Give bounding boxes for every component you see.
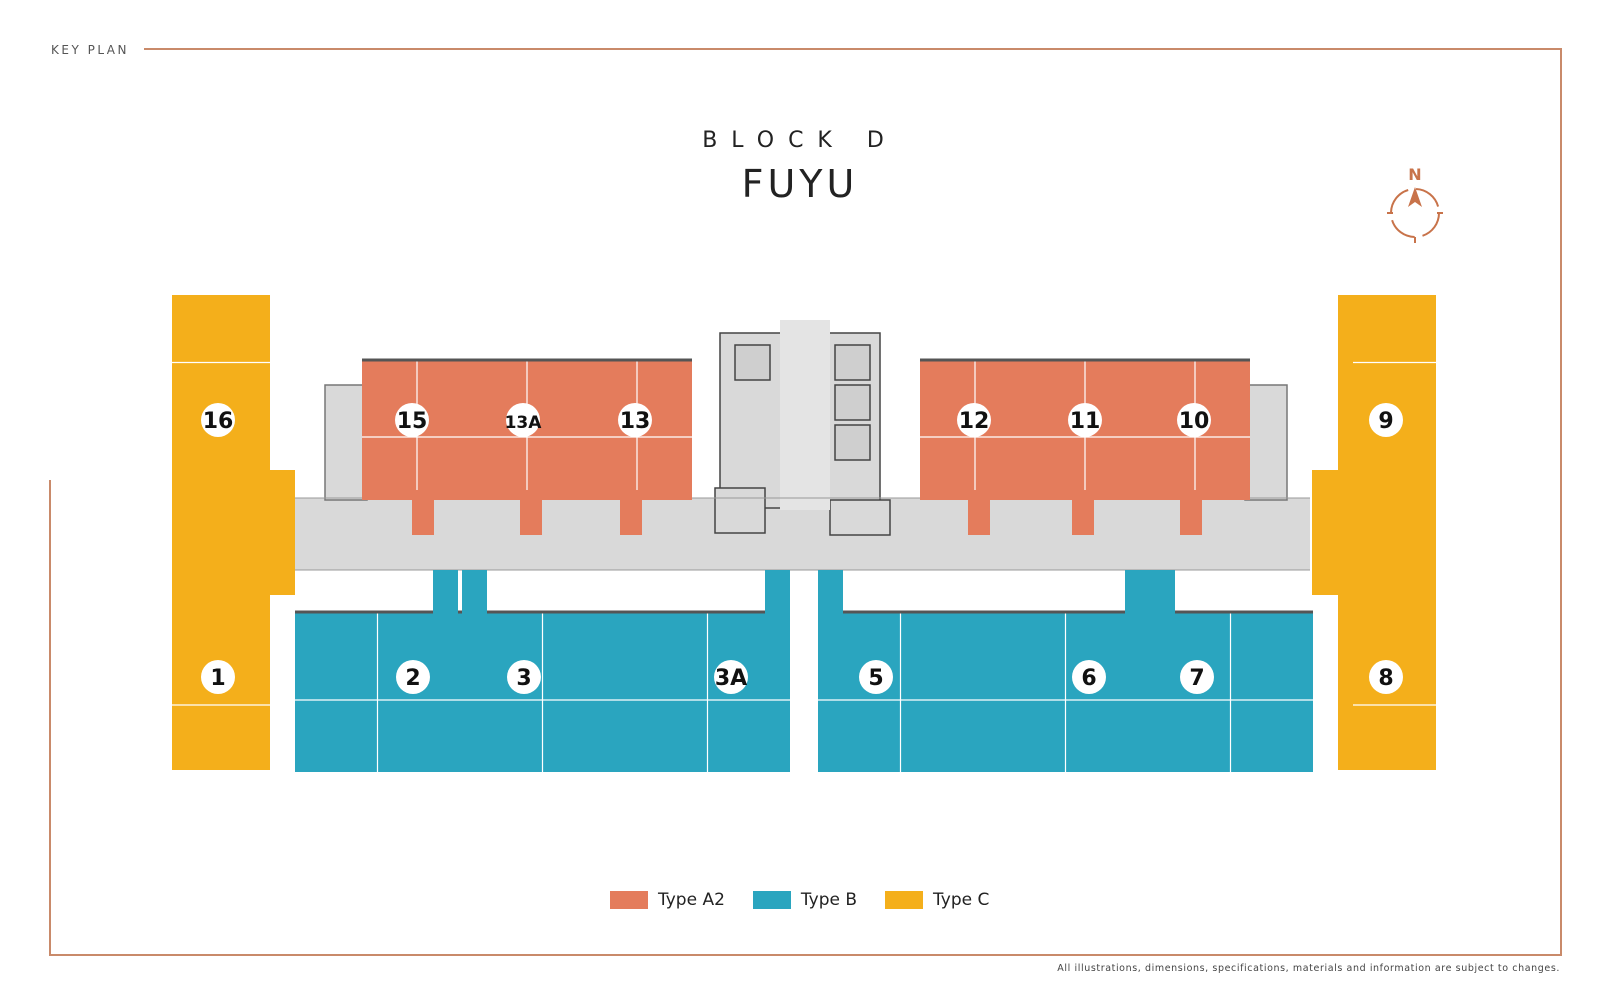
- type-b-connector: [433, 570, 458, 615]
- type-b-connector: [818, 570, 843, 615]
- type-c-connector-west: [270, 470, 295, 595]
- legend-item-type-b: Type B: [752, 890, 858, 910]
- unit-9-label: 9: [1378, 409, 1393, 434]
- type-c-wing-east: [1338, 295, 1436, 770]
- stair-west: [324, 384, 368, 501]
- legend-swatch-type-a2: [610, 891, 648, 909]
- legend-label-type-c: Type C: [933, 890, 990, 910]
- unit-7-badge: [1180, 660, 1214, 694]
- compass-icon: N: [1385, 165, 1465, 255]
- type-b-connector: [462, 570, 487, 615]
- unit-5-label: 5: [868, 666, 883, 691]
- unit-3-label: 3: [516, 666, 531, 691]
- unit-3A-label: 3A: [715, 666, 747, 691]
- unit-10-label: 10: [1179, 409, 1210, 434]
- unit-3A-badge: [714, 660, 748, 694]
- unit-12-badge: [957, 403, 991, 437]
- unit-15-badge: [395, 403, 429, 437]
- key-plan-label: KEY PLAN: [51, 43, 129, 57]
- type-a2-connector: [1072, 490, 1094, 535]
- type-a2-connector: [620, 490, 642, 535]
- unit-13-label: 13: [620, 409, 651, 434]
- unit-16-label: 16: [203, 409, 234, 434]
- lift-shaft: [834, 344, 871, 381]
- frame-left-line: [49, 480, 51, 956]
- unit-13A-badge: [506, 403, 540, 437]
- unit-7-label: 7: [1189, 666, 1204, 691]
- unit-12-label: 12: [959, 409, 990, 434]
- stair-east: [1244, 384, 1288, 501]
- unit-2-badge: [396, 660, 430, 694]
- frame-top-line: [144, 48, 1562, 50]
- type-a2-connector: [520, 490, 542, 535]
- compass-north-label: N: [1408, 165, 1422, 184]
- type-b-connector: [1125, 570, 1150, 615]
- type-c-connector-east: [1312, 470, 1340, 595]
- legend: Type A2 Type B Type C: [610, 890, 989, 910]
- block-label: BLOCK D: [702, 128, 898, 153]
- legend-label-type-b: Type B: [800, 890, 858, 910]
- type-b-connector: [765, 570, 790, 615]
- legend-swatch-type-b: [752, 891, 791, 909]
- legend-swatch-type-c: [885, 891, 924, 909]
- legend-item-type-a2: Type A2: [610, 890, 725, 910]
- legend-item-type-c: Type C: [885, 890, 989, 910]
- unit-1-badge: [201, 660, 235, 694]
- unit-3-badge: [507, 660, 541, 694]
- type-c-wing-west: [172, 295, 270, 770]
- type-a2-connector: [1180, 490, 1202, 535]
- core-lobby: [780, 320, 830, 510]
- frame-bottom-line: [49, 954, 1562, 956]
- unit-10-badge: [1177, 403, 1211, 437]
- unit-2-label: 2: [405, 666, 420, 691]
- unit-8-badge: [1369, 660, 1403, 694]
- unit-13-badge: [618, 403, 652, 437]
- frame-right-line: [1560, 48, 1562, 956]
- type-a2-connector: [412, 490, 434, 535]
- unit-6-badge: [1072, 660, 1106, 694]
- compass-rose-icon: [1387, 187, 1443, 243]
- unit-8-label: 8: [1378, 666, 1393, 691]
- lift-shaft: [834, 384, 871, 421]
- service-room: [714, 487, 766, 534]
- unit-15-label: 15: [397, 409, 428, 434]
- unit-16-badge: [201, 403, 235, 437]
- block-name: FUYU: [741, 162, 859, 206]
- service-room: [829, 499, 891, 536]
- legend-label-type-a2: Type A2: [658, 890, 725, 910]
- unit-11-label: 11: [1070, 409, 1101, 434]
- type-a2-connector: [968, 490, 990, 535]
- unit-13A-label: 13A: [505, 413, 543, 433]
- unit-1-label: 1: [210, 666, 225, 691]
- type-b-connector: [1150, 570, 1175, 615]
- lift-shaft: [834, 424, 871, 461]
- disclaimer: All illustrations, dimensions, specifica…: [1057, 963, 1560, 974]
- unit-5-badge: [859, 660, 893, 694]
- lift-shaft: [734, 344, 771, 381]
- unit-6-label: 6: [1081, 666, 1096, 691]
- unit-11-badge: [1068, 403, 1102, 437]
- unit-9-badge: [1369, 403, 1403, 437]
